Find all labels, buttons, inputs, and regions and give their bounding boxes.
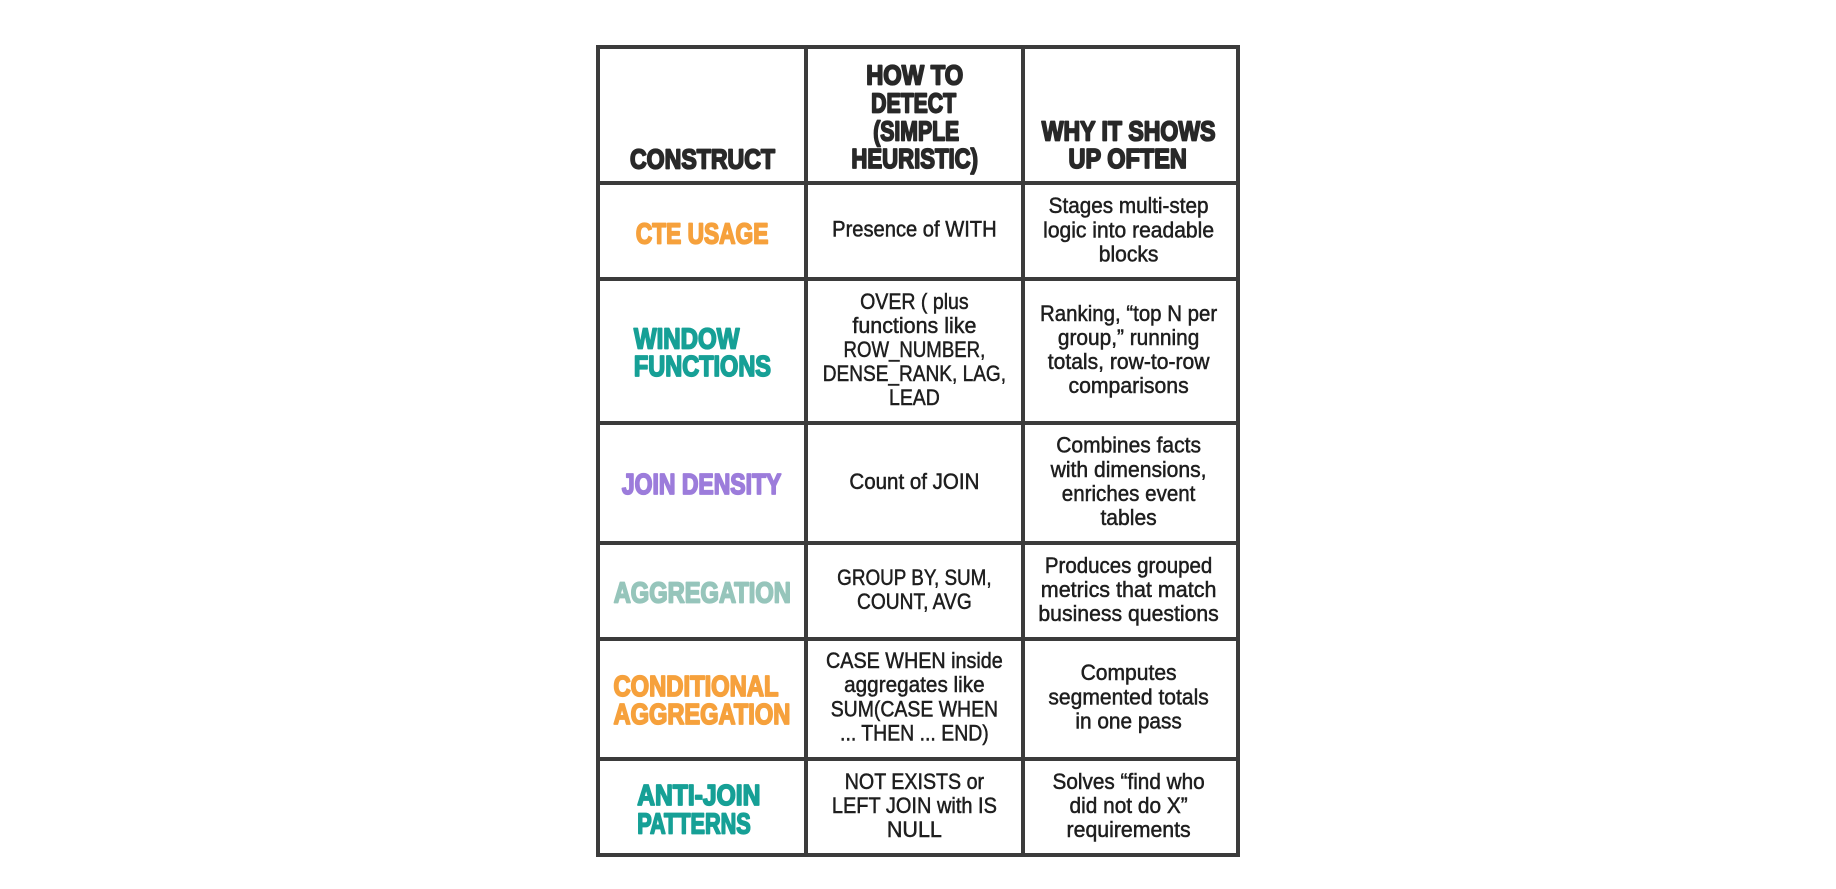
svg-text:NOT EXISTS or: NOT EXISTS or <box>845 769 984 794</box>
svg-text:HEURISTIC): HEURISTIC) <box>851 143 978 174</box>
svg-text:Produces grouped: Produces grouped <box>1045 553 1212 578</box>
svg-text:LEAD: LEAD <box>889 385 940 410</box>
svg-text:Count of JOIN: Count of JOIN <box>849 469 979 494</box>
svg-text:ROW_NUMBER,: ROW_NUMBER, <box>844 337 986 362</box>
svg-text:SUM(CASE WHEN: SUM(CASE WHEN <box>831 696 998 721</box>
svg-text:PATTERNS: PATTERNS <box>637 809 751 841</box>
svg-text:with dimensions,: with dimensions, <box>1050 457 1207 482</box>
svg-text:Computes: Computes <box>1081 660 1177 685</box>
svg-text:in one pass: in one pass <box>1075 708 1182 733</box>
svg-text:(SIMPLE: (SIMPLE <box>873 115 959 146</box>
svg-text:GROUP BY, SUM,: GROUP BY, SUM, <box>837 565 992 590</box>
svg-text:HOW TO: HOW TO <box>866 60 963 91</box>
svg-text:COUNT, AVG: COUNT, AVG <box>857 589 972 614</box>
svg-text:WHY IT SHOWS: WHY IT SHOWS <box>1042 115 1216 146</box>
svg-text:requirements: requirements <box>1067 817 1191 842</box>
svg-text:ANTI-JOIN: ANTI-JOIN <box>637 780 760 812</box>
svg-text:functions like: functions like <box>852 313 976 338</box>
svg-text:CONSTRUCT: CONSTRUCT <box>630 143 775 174</box>
svg-text:tables: tables <box>1100 505 1156 530</box>
svg-text:LEFT JOIN with IS: LEFT JOIN with IS <box>832 793 997 818</box>
svg-text:Combines facts: Combines facts <box>1056 433 1201 458</box>
svg-text:OVER ( plus: OVER ( plus <box>860 289 969 314</box>
svg-text:DENSE_RANK, LAG,: DENSE_RANK, LAG, <box>823 361 1006 386</box>
svg-text:metrics that match: metrics that match <box>1041 577 1217 602</box>
svg-text:... THEN ... END): ... THEN ... END) <box>840 720 989 745</box>
svg-text:Solves “find who: Solves “find who <box>1053 769 1205 794</box>
svg-text:CTE USAGE: CTE USAGE <box>636 219 769 251</box>
svg-text:segmented totals: segmented totals <box>1048 684 1208 709</box>
svg-text:group,” running: group,” running <box>1058 325 1199 350</box>
svg-text:business questions: business questions <box>1038 601 1218 626</box>
svg-text:aggregates like: aggregates like <box>844 672 985 697</box>
svg-text:blocks: blocks <box>1099 241 1159 266</box>
svg-text:FUNCTIONS: FUNCTIONS <box>634 351 771 383</box>
svg-text:WINDOW: WINDOW <box>634 324 740 356</box>
svg-text:Stages multi-step: Stages multi-step <box>1049 193 1209 218</box>
svg-text:did not do X”: did not do X” <box>1070 793 1188 818</box>
svg-text:comparisons: comparisons <box>1069 373 1189 398</box>
svg-text:CASE WHEN inside: CASE WHEN inside <box>826 648 1003 673</box>
svg-text:AGGREGATION: AGGREGATION <box>614 699 791 731</box>
svg-text:AGGREGATION: AGGREGATION <box>614 578 791 610</box>
svg-text:totals, row-to-row: totals, row-to-row <box>1048 349 1210 374</box>
svg-text:Presence of WITH: Presence of WITH <box>832 217 997 242</box>
svg-text:JOIN DENSITY: JOIN DENSITY <box>622 469 781 501</box>
svg-text:NULL: NULL <box>887 817 942 842</box>
svg-text:DETECT: DETECT <box>871 87 956 118</box>
svg-text:enriches event: enriches event <box>1062 481 1196 506</box>
svg-text:UP OFTEN: UP OFTEN <box>1069 143 1187 174</box>
svg-text:logic into readable: logic into readable <box>1043 217 1214 242</box>
svg-text:CONDITIONAL: CONDITIONAL <box>614 671 779 703</box>
svg-text:Ranking, “top N per: Ranking, “top N per <box>1040 301 1217 326</box>
